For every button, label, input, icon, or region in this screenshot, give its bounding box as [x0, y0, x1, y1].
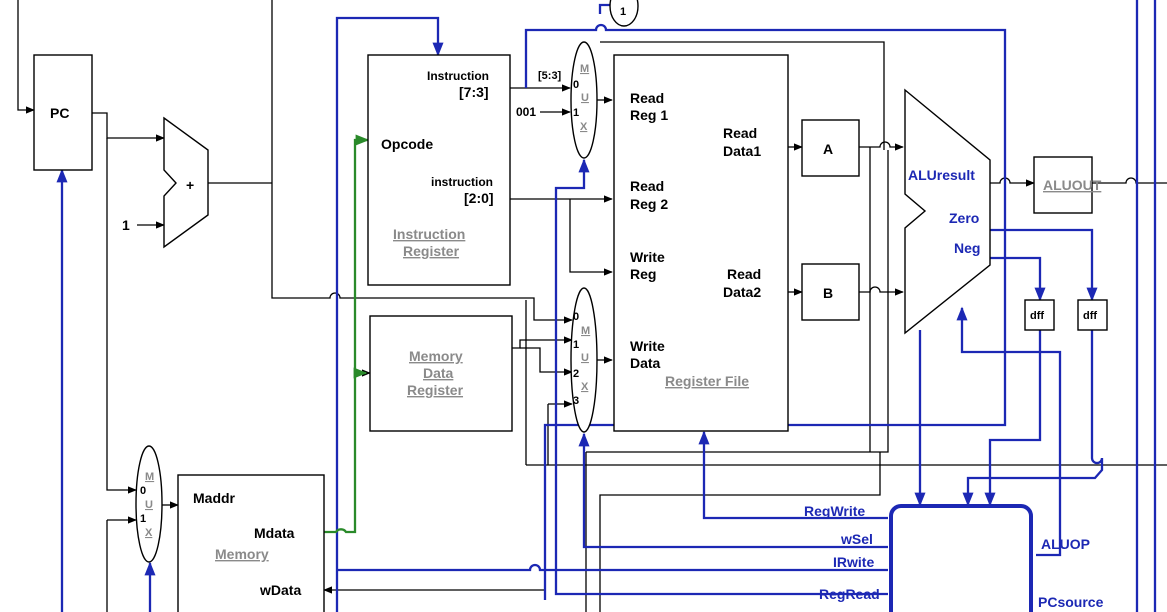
memory-title: Memory — [215, 546, 269, 562]
memory-data-register-block — [369, 315, 513, 432]
mdata-wire — [324, 134, 370, 534]
mux-mid-l5: X — [581, 381, 589, 393]
reg-a-block — [801, 119, 860, 177]
adder-symbol: + — [186, 177, 194, 193]
ir-field-bottom-a: instruction — [431, 175, 493, 189]
control-aluop-label: ALUOP — [1041, 536, 1090, 552]
alu-zero-label: Zero — [949, 210, 979, 226]
instruction-register-block — [367, 54, 511, 286]
mux-top-l0: M — [580, 63, 589, 75]
rf-title: Register File — [665, 373, 749, 389]
ir-title-b: Register — [403, 243, 460, 259]
reg-a-label: A — [823, 141, 833, 157]
control-wsel-label: wSel — [840, 531, 873, 547]
dff-neg-label: dff — [1030, 310, 1044, 322]
reg-b-block — [801, 263, 860, 321]
mux-left-l0: M — [145, 471, 154, 483]
adder-const-input: 1 — [122, 217, 130, 233]
rf-write-data-a: Write — [630, 338, 665, 354]
mux-top-peek-port: 1 — [620, 6, 626, 18]
mux-top-l1: 0 — [573, 79, 579, 91]
memory-wdata: wData — [259, 582, 301, 598]
rf-read-data1-a: Read — [723, 125, 757, 141]
rf-read-data1-b: Data1 — [723, 143, 761, 159]
ir-opcode: Opcode — [381, 136, 433, 152]
control-unit-block — [889, 504, 1033, 612]
dff-zero-block — [1077, 299, 1108, 331]
pc-label: PC — [50, 105, 69, 121]
aluout-label: ALUOUT — [1043, 177, 1102, 193]
register-file-block — [613, 54, 789, 432]
mux-mid — [570, 287, 598, 433]
rf-read-data2-b: Data2 — [723, 284, 761, 300]
mux-left-l2: U — [145, 499, 153, 511]
mdr-title-c: Register — [407, 382, 464, 398]
mux-mid-l2: 1 — [573, 339, 579, 351]
control-irwrite-label: IRwite — [833, 554, 874, 570]
alu-result-label: ALUresult — [908, 167, 975, 183]
ir-title-a: Instruction — [393, 226, 465, 242]
mux-left-l4: X — [145, 527, 153, 539]
memory-block — [177, 474, 325, 612]
rf-read-reg2-b: Reg 2 — [630, 196, 668, 212]
memory-maddr: Maddr — [193, 490, 236, 506]
control-wires — [56, 0, 1157, 612]
mux-top — [570, 41, 598, 159]
pc-block — [33, 54, 93, 171]
alu-block — [904, 88, 991, 335]
mdr-title-b: Data — [423, 365, 454, 381]
reg-b-label: B — [823, 285, 833, 301]
rf-read-reg1-a: Read — [630, 90, 664, 106]
mux-top-l2: U — [581, 92, 589, 104]
mux-left — [135, 445, 163, 563]
mux-mid-l1: M — [581, 325, 590, 337]
rf-read-reg2-a: Read — [630, 178, 664, 194]
mux-top-peek — [609, 0, 639, 27]
mux-top-in-b: 001 — [516, 105, 536, 119]
dff-zero-label: dff — [1083, 310, 1097, 322]
rf-read-data2-a: Read — [727, 266, 761, 282]
aluout-block — [1033, 156, 1093, 214]
rf-write-reg-b: Reg — [630, 266, 656, 282]
ir-field-top-b: [7:3] — [459, 84, 489, 100]
rf-write-data-b: Data — [630, 355, 661, 371]
control-regread-label: RegRead — [819, 586, 880, 602]
mux-mid-l4: 2 — [573, 368, 579, 380]
ir-field-bottom-b: [2:0] — [464, 190, 494, 206]
alu-neg-label: Neg — [954, 240, 980, 256]
rf-write-reg-a: Write — [630, 249, 665, 265]
mux-mid-l3: U — [581, 352, 589, 364]
mux-top-l4: X — [580, 121, 588, 133]
mux-top-in-a: [5:3] — [538, 70, 562, 82]
memory-mdata: Mdata — [254, 525, 295, 541]
mux-left-l1: 0 — [140, 485, 146, 497]
mux-top-l3: 1 — [573, 107, 579, 119]
ir-field-top-a: Instruction — [427, 69, 489, 83]
dff-neg-block — [1024, 299, 1055, 331]
control-regwrite-label: RegWrite — [804, 503, 865, 519]
rf-read-reg1-b: Reg 1 — [630, 107, 668, 123]
mux-mid-l6: 3 — [573, 395, 579, 407]
mux-mid-l0: 0 — [573, 311, 579, 323]
mux-left-l3: 1 — [140, 513, 146, 525]
mdr-title-a: Memory — [409, 348, 463, 364]
control-pcsource-label: PCsource — [1038, 594, 1104, 610]
adder-block — [163, 116, 209, 249]
